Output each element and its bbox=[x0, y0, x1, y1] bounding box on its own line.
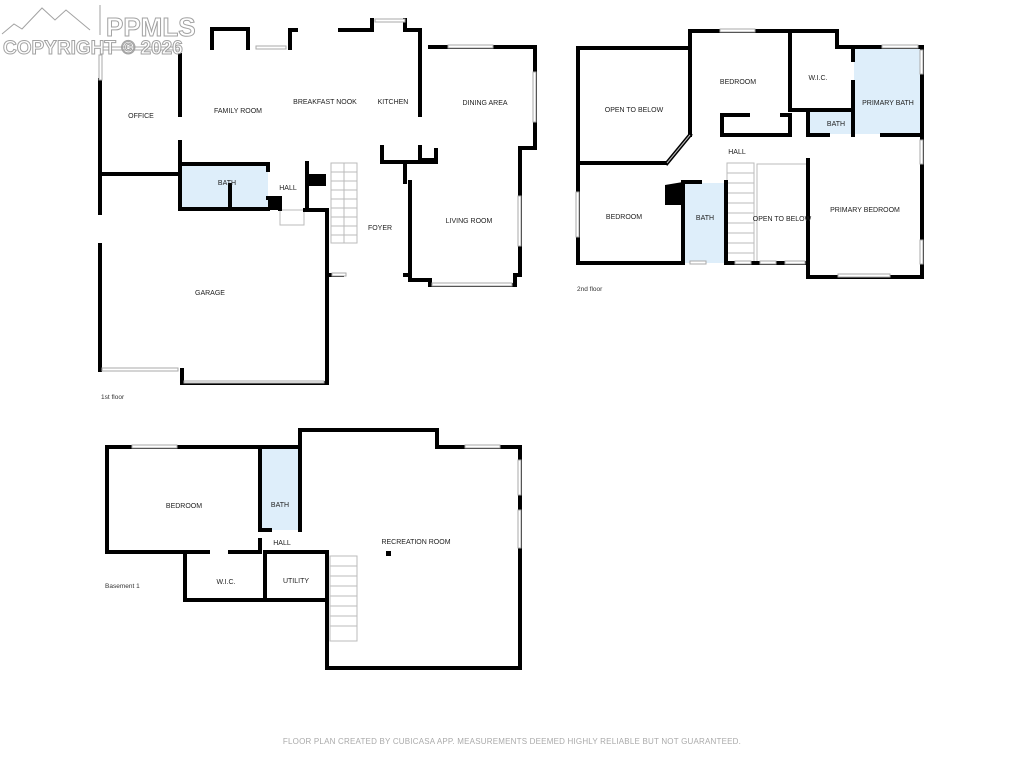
room-label-bath-small: BATH bbox=[827, 121, 845, 128]
room-label-office: OFFICE bbox=[128, 113, 154, 120]
stairs-icon bbox=[329, 555, 358, 642]
room-label-bedroom: BEDROOM bbox=[720, 79, 756, 86]
room-label-living-room: LIVING ROOM bbox=[446, 218, 493, 225]
primary-bath-fill bbox=[854, 48, 921, 134]
first-floor-wall-block bbox=[268, 198, 280, 210]
room-label-wic: W.I.C. bbox=[808, 75, 827, 82]
ppmls-watermark-logo: PPMLS COPYRIGHT © 2026 bbox=[0, 5, 196, 60]
basement-bath-fill bbox=[261, 448, 299, 530]
stairs-icon bbox=[279, 162, 358, 244]
stairs-icon bbox=[726, 162, 809, 264]
first-floor-plan: OFFICE FAMILY ROOM BREAKFAST NOOK KITCHE… bbox=[98, 18, 537, 401]
room-label-kitchen: KITCHEN bbox=[378, 99, 409, 106]
room-label-breakfast-nook: BREAKFAST NOOK bbox=[293, 99, 357, 106]
room-label-primary-bath: PRIMARY BATH bbox=[862, 100, 914, 107]
room-label-foyer: FOYER bbox=[368, 225, 392, 232]
second-floor-plan: OPEN TO BELOW BEDROOM W.I.C. PRIMARY BAT… bbox=[575, 28, 924, 293]
room-label-hall: HALL bbox=[279, 185, 297, 192]
room-label-bedroom: BEDROOM bbox=[606, 214, 642, 221]
room-label-dining-area: DINING AREA bbox=[462, 100, 507, 107]
room-label-hall: HALL bbox=[728, 149, 746, 156]
second-floor-wall-block bbox=[665, 182, 683, 205]
room-label-wic: W.I.C. bbox=[216, 579, 235, 586]
room-label-garage: GARAGE bbox=[195, 290, 225, 297]
room-label-open-to-below: OPEN TO BELOW bbox=[753, 216, 812, 223]
room-label-bath: BATH bbox=[271, 502, 289, 509]
windows bbox=[98, 18, 537, 384]
basement-post bbox=[386, 551, 391, 556]
room-label-bedroom: BEDROOM bbox=[166, 503, 202, 510]
room-label-bath: BATH bbox=[696, 215, 714, 222]
windows bbox=[575, 28, 924, 278]
room-label-open-to-below: OPEN TO BELOW bbox=[605, 107, 664, 114]
room-label-recreation-room: RECREATION ROOM bbox=[381, 539, 450, 546]
room-label-utility: UTILITY bbox=[283, 578, 309, 585]
first-floor-walls bbox=[98, 18, 537, 385]
second-floor-small-bath-fill bbox=[809, 112, 853, 134]
footer-disclaimer: FLOOR PLAN CREATED BY CUBICASA APP. MEAS… bbox=[283, 737, 741, 746]
second-floor-bath-fill bbox=[685, 183, 725, 263]
room-label-bath: BATH bbox=[218, 180, 236, 187]
first-floor-bath-fill bbox=[180, 164, 268, 209]
basement-plan: BEDROOM BATH HALL RECREATION ROOM W.I.C.… bbox=[105, 428, 522, 670]
watermark-brand: PPMLS bbox=[106, 12, 196, 42]
windows bbox=[131, 444, 522, 549]
floor-label-first: 1st floor bbox=[101, 394, 125, 401]
floor-label-basement: Basement 1 bbox=[105, 583, 140, 590]
room-label-primary-bedroom: PRIMARY BEDROOM bbox=[830, 207, 900, 214]
room-label-hall: HALL bbox=[273, 540, 291, 547]
first-floor-chimney-block bbox=[306, 174, 326, 186]
watermark-copyright: COPYRIGHT © 2026 bbox=[3, 38, 183, 59]
basement-walls bbox=[105, 428, 522, 670]
floor-label-second: 2nd floor bbox=[577, 286, 603, 293]
room-label-family-room: FAMILY ROOM bbox=[214, 108, 262, 115]
